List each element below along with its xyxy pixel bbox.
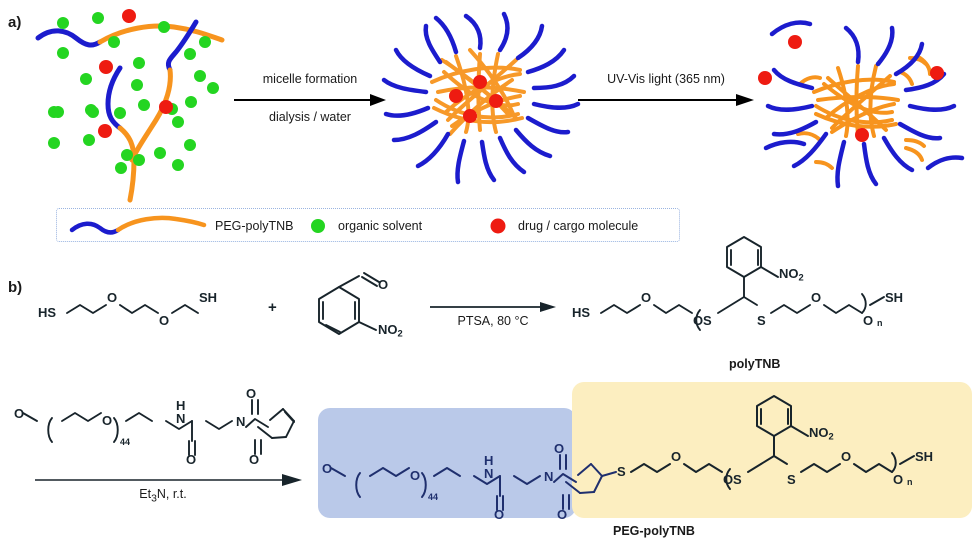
atom-label-o: O: [246, 386, 257, 401]
atom-label-h: H: [176, 398, 186, 413]
row2-product-polytnb-block: [630, 395, 915, 490]
atom-label-o: O: [693, 313, 704, 328]
row2-product-peg-block: [330, 454, 617, 511]
atom-label-sh: SH: [885, 290, 904, 305]
atom-label-o: O: [641, 290, 652, 305]
atom-label-o: O: [410, 468, 421, 483]
polytnb-segment: [97, 23, 225, 45]
drug-cargo-dots: [98, 9, 173, 138]
organic-solvent-dots: [48, 12, 219, 174]
atom-label-sh: SH: [915, 449, 934, 464]
repeat-index-n: n: [907, 477, 913, 487]
uv-light-arrow: [578, 94, 754, 106]
atom-label-hs: HS: [572, 305, 591, 320]
legend-peg-swatch: [69, 221, 121, 235]
row2-conditions: Et3N, r.t.: [139, 487, 187, 505]
row1-reagent2-nitrobenzaldehyde: [318, 272, 380, 335]
peg-segment: [165, 19, 199, 73]
assembled-micelle: [381, 11, 581, 185]
structure-label-polytnb: polyTNB: [729, 357, 781, 371]
atom-label-o: O: [378, 277, 389, 292]
legend-label-drug-cargo: drug / cargo molecule: [518, 219, 639, 233]
legend-green-dot: [311, 219, 325, 233]
atom-label-o: O: [14, 406, 25, 421]
atom-label-o: O: [322, 461, 333, 476]
atom-label-o: O: [863, 313, 874, 328]
micelle-formation-caption-above: micelle formation: [262, 72, 358, 86]
atom-label-n: N: [484, 466, 494, 481]
atom-label-o: O: [723, 472, 734, 487]
atom-label-o: O: [494, 507, 505, 522]
atom-label-s: S: [733, 472, 742, 487]
atom-label-no2: NO2: [779, 266, 804, 283]
atom-label-o: O: [107, 290, 118, 305]
row2-arrow: [35, 474, 302, 486]
atom-label-o: O: [671, 449, 682, 464]
atom-label-o: O: [159, 313, 170, 328]
row1-conditions: PTSA, 80 °C: [457, 314, 529, 328]
atom-label-s: S: [787, 472, 796, 487]
atom-label-s: S: [617, 464, 626, 479]
atom-label-no2: NO2: [809, 425, 834, 442]
repeat-index-44: 44: [428, 492, 439, 502]
row1-arrow: [430, 302, 556, 312]
atom-label-no2: NO2: [378, 322, 403, 339]
polytnb-block-highlight: [572, 382, 972, 518]
atom-label-s: S: [703, 313, 712, 328]
atom-label-s: S: [757, 313, 766, 328]
atom-label-h: H: [484, 453, 494, 468]
atom-label-o: O: [811, 290, 822, 305]
peg-block-highlight: [318, 408, 576, 518]
peg-segment: [35, 28, 103, 48]
legend-label-peg-polytnb: PEG-polyTNB: [215, 219, 294, 233]
atom-label-o: O: [893, 472, 904, 487]
atom-label-n: N: [236, 414, 246, 429]
peg-segment: [105, 65, 123, 131]
atom-label-o: O: [557, 507, 568, 522]
atom-label-o: O: [186, 452, 197, 467]
legend-polytnb-swatch: [115, 215, 207, 233]
atom-label-n: N: [544, 469, 554, 484]
panel-a-letter: a): [8, 14, 22, 31]
legend-label-organic-solvent: organic solvent: [338, 219, 423, 233]
row1-product-polytnb: [600, 236, 885, 331]
atom-label-o: O: [249, 452, 260, 467]
uv-light-caption: UV-Vis light (365 nm): [607, 72, 725, 86]
micelle-formation-arrow: [234, 94, 386, 106]
disassembled-micelle: [758, 20, 965, 189]
atom-label-o: O: [554, 441, 565, 456]
legend-box: [56, 208, 680, 242]
atom-label-n: N: [176, 411, 186, 426]
polytnb-segment: [129, 67, 173, 163]
atom-label-o: O: [841, 449, 852, 464]
panel-b-letter: b): [8, 279, 23, 296]
row1-reagent1-dithiol: [66, 304, 199, 314]
free-polymer-scene: [35, 9, 965, 203]
row2-reagent-peg-maleimide: [22, 399, 295, 456]
atom-label-sh: SH: [199, 290, 218, 305]
atom-label-hs: HS: [38, 305, 57, 320]
legend-red-dot: [490, 218, 506, 234]
structure-label-peg-polytnb: PEG-polyTNB: [613, 524, 695, 538]
repeat-index-n: n: [877, 318, 883, 328]
atom-label-o: O: [102, 413, 113, 428]
plus-sign: +: [268, 299, 277, 316]
repeat-index-44: 44: [120, 437, 131, 447]
micelle-formation-caption-below: dialysis / water: [269, 110, 351, 124]
